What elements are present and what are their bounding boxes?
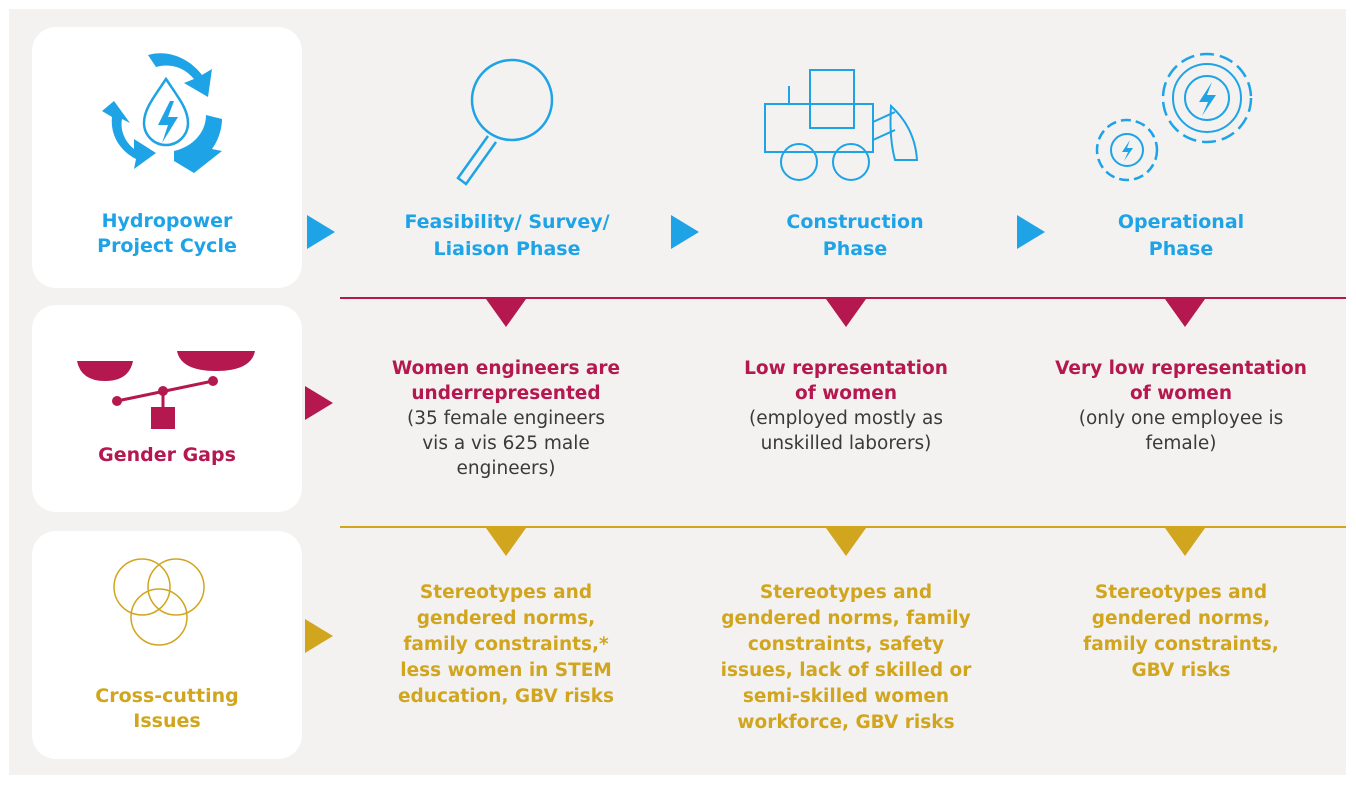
cross-cutting-3: Stereotypes and gendered norms, family c…	[1036, 580, 1326, 684]
issue-3-line2: gendered norms,	[1091, 608, 1271, 629]
phase-3-line2: Phase	[1148, 238, 1214, 260]
gap-3-detail1: (only one employee is	[1078, 408, 1284, 429]
issue-3-line3: family constraints,	[1083, 634, 1279, 655]
cross-cutting-1: Stereotypes and gendered norms, family c…	[356, 580, 656, 710]
cycle-card: Hydropower Project Cycle	[32, 27, 302, 288]
gap-1-head1: Women engineers are	[391, 358, 621, 379]
issues-label-line2: Issues	[133, 710, 201, 732]
gap-2-detail1: (employed mostly as	[749, 408, 943, 429]
phase-2-line2: Phase	[822, 238, 888, 260]
phase-2-label: Construction Phase	[710, 209, 1000, 263]
gender-gap-1: Women engineers are underrepresented (35…	[356, 356, 656, 481]
gap-2-detail2: unskilled laborers)	[760, 433, 932, 454]
gaps-down-arrow-3	[1165, 299, 1205, 327]
issues-card: Cross-cutting Issues	[32, 531, 302, 759]
phase-1-line2: Liaison Phase	[433, 238, 581, 260]
phase-1-line1: Feasibility/ Survey/	[404, 211, 610, 233]
issue-3-line4: GBV risks	[1131, 660, 1231, 681]
magnifier-icon	[456, 58, 554, 186]
gap-2-head2: of women	[795, 383, 897, 404]
issue-2-line6: workforce, GBV risks	[737, 712, 955, 733]
issue-1-line5: education, GBV risks	[397, 686, 615, 707]
cycle-label-line1: Hydropower	[101, 210, 233, 232]
issue-2-line5: semi-skilled women	[742, 686, 950, 707]
issues-down-arrow-2	[826, 528, 866, 556]
issues-arrow	[305, 619, 333, 653]
phase2-arrow	[1017, 215, 1045, 249]
issue-2-line3: constraints, safety	[747, 634, 945, 655]
gender-gap-2: Low representation of women (employed mo…	[696, 356, 996, 456]
issues-divider	[340, 526, 1346, 528]
gaps-down-arrow-2	[826, 299, 866, 327]
phase-1-label: Feasibility/ Survey/ Liaison Phase	[362, 209, 652, 263]
cycle-arrow	[307, 215, 335, 249]
gap-2-head1: Low representation	[744, 358, 948, 379]
phase-3-line1: Operational	[1117, 211, 1245, 233]
gap-1-detail2: vis a vis 625 male	[422, 433, 590, 454]
gaps-label: Gender Gaps	[98, 444, 236, 466]
issue-2-line2: gendered norms, family	[721, 608, 971, 629]
gaps-down-arrow-1	[486, 299, 526, 327]
hydropower-cycle-icon	[102, 53, 222, 173]
gap-1-head2: underrepresented	[411, 383, 601, 404]
issue-1-line3: family constraints,*	[403, 634, 609, 655]
phase-2-line1: Construction	[786, 211, 924, 233]
issue-1-line2: gendered norms,	[416, 608, 596, 629]
cross-cutting-2: Stereotypes and gendered norms, family c…	[686, 580, 1006, 736]
overlapping-circles-icon	[113, 558, 205, 646]
gap-1-detail1: (35 female engineers	[406, 408, 606, 429]
issue-1-line4: less women in STEM	[400, 660, 612, 681]
gap-3-head1: Very low representation	[1055, 358, 1307, 379]
gap-3-detail2: female)	[1145, 433, 1217, 454]
gaps-arrow	[305, 386, 333, 420]
gears-icon	[1095, 52, 1253, 182]
issues-label-line1: Cross-cutting	[95, 685, 239, 707]
issue-2-line1: Stereotypes and	[759, 582, 933, 603]
gap-1-detail3: engineers)	[456, 458, 556, 479]
gap-3-head2: of women	[1130, 383, 1232, 404]
issues-down-arrow-1	[486, 528, 526, 556]
issue-1-line1: Stereotypes and	[419, 582, 593, 603]
bulldozer-icon	[764, 69, 919, 181]
phase1-arrow	[671, 215, 699, 249]
issue-2-line4: issues, lack of skilled or	[720, 660, 972, 681]
gaps-card: Gender Gaps	[32, 305, 302, 512]
phase-3-label: Operational Phase	[1036, 209, 1326, 263]
gaps-divider	[340, 297, 1346, 299]
cycle-label-line2: Project Cycle	[97, 235, 237, 257]
issue-3-line1: Stereotypes and	[1094, 582, 1268, 603]
balance-scale-icon	[77, 351, 255, 429]
issues-down-arrow-3	[1165, 528, 1205, 556]
gender-gap-3: Very low representation of women (only o…	[1026, 356, 1336, 456]
